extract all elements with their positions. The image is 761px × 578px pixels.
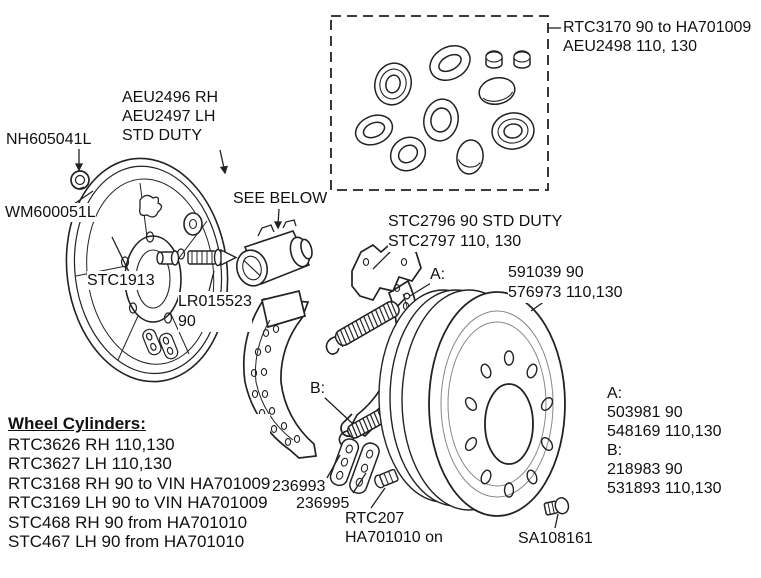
label-backplate: AEU2496 RH AEU2497 LH STD DUTY xyxy=(122,88,219,145)
leader-lines xyxy=(73,149,559,529)
wheel-cylinders-list: Wheel Cylinders: RTC3626 RH 110,130 RTC3… xyxy=(8,414,271,552)
hub-bolt-illustration xyxy=(543,497,570,516)
adjuster-bolt-illustration xyxy=(156,248,238,267)
label-spring-key: A: 503981 90 548169 110,130 B: 218983 90… xyxy=(607,384,722,498)
wheel-cylinders-item: RTC3627 LH 110,130 xyxy=(8,454,172,473)
wheel-cylinders-item: RTC3168 RH 90 to VIN HA701009 xyxy=(8,473,271,493)
label-seal-kit: RTC3170 90 to HA701009 AEU2498 110, 130 xyxy=(563,18,752,56)
adjuster-links-illustration xyxy=(329,438,380,495)
label-adjuster-link-front: 236993 xyxy=(272,477,326,496)
label-adjuster-bolt: LR015523 90 xyxy=(178,292,252,332)
wheel-cylinder-illustration xyxy=(235,219,313,287)
wheel-cylinders-title: Wheel Cylinders: xyxy=(8,414,146,433)
label-brake-shoes: STC2796 90 STD DUTY STC2797 110, 130 xyxy=(388,212,563,252)
label-hub-bolt: SA108161 xyxy=(518,529,593,548)
label-stc1913: STC1913 xyxy=(87,271,155,290)
seal-kit-parts-illustration xyxy=(354,45,535,175)
label-marker-a: A: xyxy=(430,265,446,284)
drum-screw-illustration xyxy=(374,468,399,489)
label-drum: 591039 90 576973 110,130 xyxy=(508,263,623,303)
brake-drum-illustration xyxy=(378,289,566,517)
label-washer: WM600051L xyxy=(5,203,96,222)
wheel-cylinders-item: STC468 RH 90 from HA701010 xyxy=(8,512,248,532)
label-nut: NH605041L xyxy=(6,130,92,149)
wheel-cylinders-item: RTC3626 RH 110,130 xyxy=(8,434,175,454)
nut-illustration xyxy=(70,170,90,190)
label-adjuster-link-rear: 236995 xyxy=(296,494,350,513)
label-drum-screw: RTC207 HA701010 on xyxy=(345,509,443,547)
label-marker-b: B: xyxy=(310,379,326,398)
seal-kit-box xyxy=(330,15,561,191)
return-spring-a-illustration xyxy=(325,292,411,355)
wheel-cylinders-item: STC467 LH 90 from HA701010 xyxy=(8,532,245,551)
wheel-cylinders-item: RTC3169 LH 90 to VIN HA701009 xyxy=(8,493,268,512)
label-see-below: SEE BELOW xyxy=(233,189,328,208)
